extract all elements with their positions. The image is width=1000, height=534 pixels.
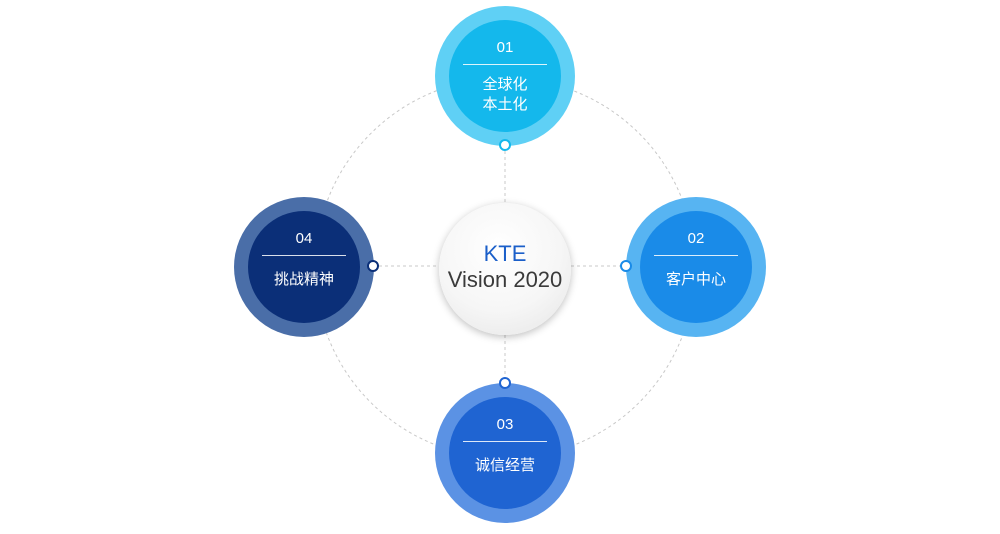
node-02-inner: 02 客户中心 [640, 211, 752, 323]
node-04-inner: 04 挑战精神 [248, 211, 360, 323]
node-02-number: 02 [687, 230, 705, 247]
center-subtitle: Vision 2020 [447, 267, 563, 292]
node-04-label: 挑战精神 [273, 271, 334, 288]
connector-dot-top [499, 139, 511, 151]
node-04-number: 04 [295, 230, 313, 247]
node-01-number: 01 [496, 39, 514, 56]
node-01: 01 全球化 本土化 [435, 6, 575, 146]
node-02-label: 客户中心 [665, 271, 726, 288]
node-03-divider [463, 441, 547, 442]
node-02: 02 客户中心 [626, 197, 766, 337]
center-vision-badge: KTE Vision 2020 [439, 203, 571, 335]
node-01-label: 全球化 本土化 [482, 76, 528, 113]
node-01-divider [463, 64, 547, 65]
node-04: 04 挑战精神 [234, 197, 374, 337]
node-03-inner: 03 诚信经营 [449, 397, 561, 509]
node-03-number: 03 [496, 416, 514, 433]
connector-dot-right [620, 260, 632, 272]
node-02-divider [654, 255, 738, 256]
center-title: KTE [483, 241, 527, 266]
connector-dot-left [367, 260, 379, 272]
node-03-label: 诚信经营 [474, 457, 535, 474]
node-03: 03 诚信经营 [435, 383, 575, 523]
node-01-inner: 01 全球化 本土化 [449, 20, 561, 132]
connector-dot-bottom [499, 377, 511, 389]
node-04-divider [262, 255, 346, 256]
